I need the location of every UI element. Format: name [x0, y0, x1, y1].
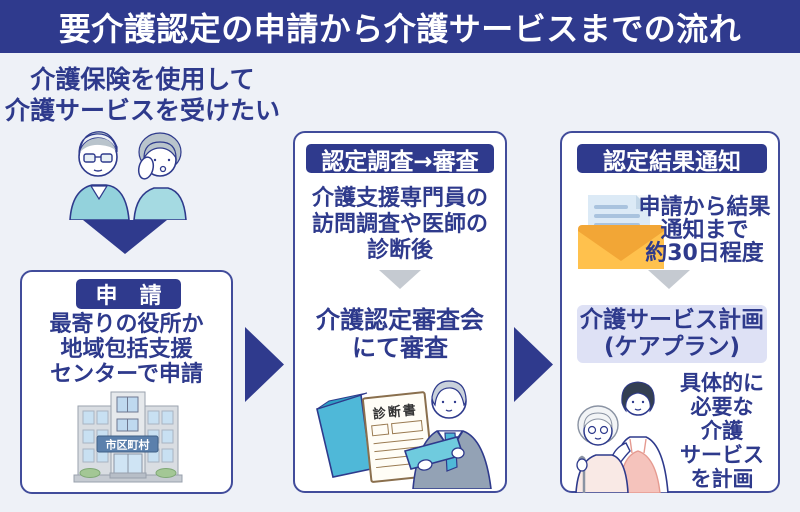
- result-badge: 認定結果通知: [577, 144, 767, 175]
- caregiver-icon: [575, 381, 669, 493]
- envelope-icon: [578, 195, 664, 269]
- card-result: 認定結果通知 申請から結果 通知まで 約30日程度 介護サービス計画 (ケアプラ…: [560, 131, 780, 493]
- document-title-label: 診断書: [372, 402, 418, 423]
- government-building-icon: 市区町村: [73, 391, 183, 483]
- application-body: 最寄りの役所か 地域包括支援 センターで申請: [49, 312, 204, 387]
- down-arrow-icon: [83, 220, 167, 254]
- intro-text: 介護保険を使用して 介護サービスを受けたい: [4, 65, 280, 125]
- page-title: 要介護認定の申請から介護サービスまでの流れ: [0, 0, 800, 53]
- card-application: 申 請 最寄りの役所か 地域包括支援 センターで申請: [20, 270, 233, 494]
- assessor-icon: 診断書: [316, 380, 492, 489]
- assessment-badge: 認定調査→審査: [306, 144, 494, 175]
- assessment-body-1: 介護支援専門員の 訪問調査や医師の 診断後: [311, 186, 488, 263]
- small-down-arrow-icon: [648, 270, 690, 289]
- result-notice-text: 申請から結果 通知まで 約30日程度: [638, 195, 771, 266]
- application-badge: 申 請: [76, 279, 181, 309]
- card-assessment: 認定調査→審査 介護支援専門員の 訪問調査や医師の 診断後 介護認定審査会 にて…: [293, 131, 507, 493]
- building-sign-label: 市区町村: [106, 438, 150, 452]
- flow-arrow-right-1-icon: [245, 327, 284, 402]
- small-down-arrow-icon: [379, 270, 421, 289]
- assessment-body-2: 介護認定審査会 にて審査: [316, 306, 484, 362]
- plan-note-text: 具体的に 必要な 介護 サービス を計画: [680, 371, 764, 491]
- flow-arrow-right-2-icon: [514, 327, 553, 402]
- elderly-couple-icon: [69, 131, 187, 220]
- careplan-box: 介護サービス計画 (ケアプラン): [577, 305, 767, 363]
